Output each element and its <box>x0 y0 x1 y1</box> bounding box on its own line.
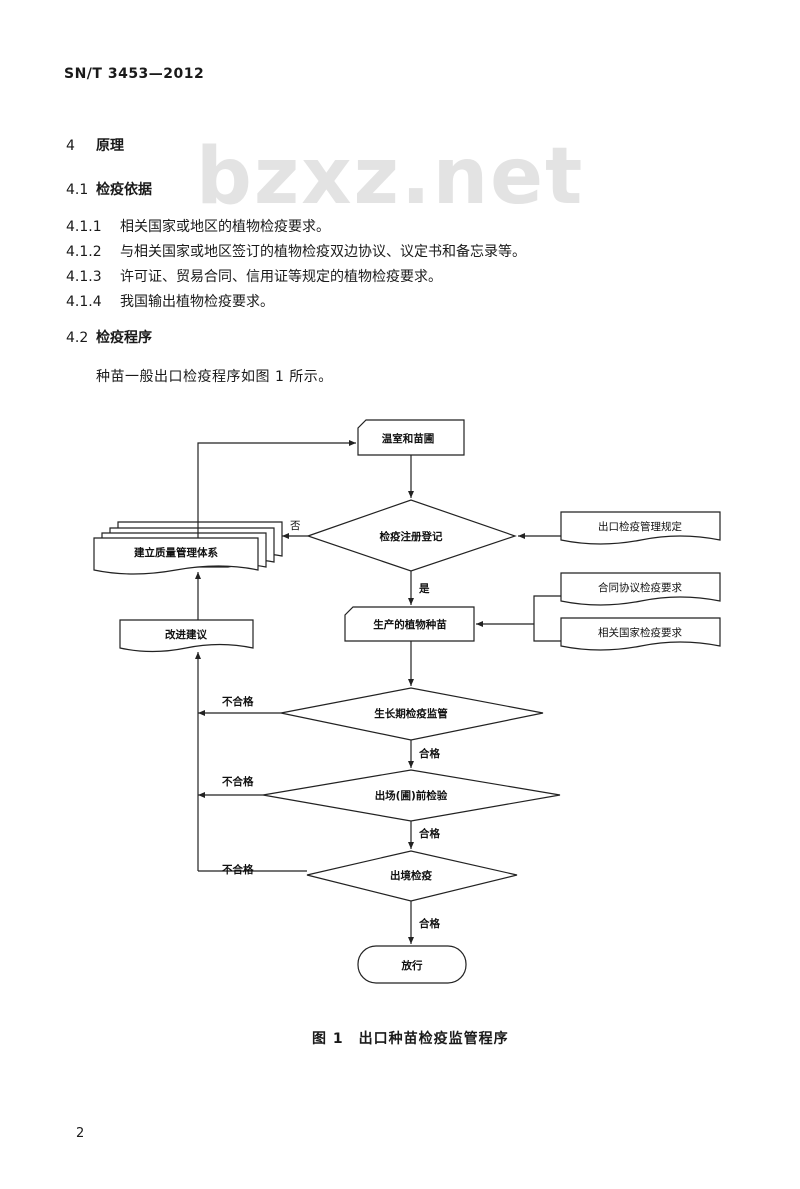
yes-label: 是 <box>418 583 430 595</box>
clause-number: 4.1.1 <box>66 219 102 235</box>
clause-text: 我国输出植物检疫要求。 <box>120 294 274 310</box>
unqualified-label-3: 不合格 <box>222 863 254 876</box>
clause-4-1-1: 4.1.1 相关国家或地区的植物检疫要求。 <box>66 216 330 236</box>
standard-code-header: SN/T 3453—2012 <box>64 66 205 82</box>
clause-text: 与相关国家或地区签订的植物检疫双边协议、议定书和备忘录等。 <box>120 244 526 260</box>
pre-release-inspection-diamond <box>262 769 561 822</box>
intro-paragraph: 种苗一般出口检疫程序如图 1 所示。 <box>96 369 333 385</box>
section-4-1-title: 检疫依据 <box>96 182 152 198</box>
clause-4-1-2: 4.1.2 与相关国家或地区签订的植物检疫双边协议、议定书和备忘录等。 <box>66 241 526 261</box>
section-4-2-heading: 4.2 检疫程序 <box>66 327 152 347</box>
figure-caption: 图 1 出口种苗检疫监管程序 <box>312 1031 509 1047</box>
country-req-box <box>560 617 721 651</box>
exit-quarantine-diamond <box>306 850 518 902</box>
clause-4-1-3: 4.1.3 许可证、贸易合同、信用证等规定的植物检疫要求。 <box>66 266 442 286</box>
unqualified-label-1: 不合格 <box>222 695 254 708</box>
produced-seedlings-label: 生产的植物种苗 <box>373 618 447 631</box>
contract-req-box <box>560 572 721 606</box>
quality-system-box <box>93 537 259 575</box>
produced-seedlings-box <box>344 606 475 642</box>
clause-number: 4.1.2 <box>66 244 102 260</box>
watermark-text: bzxz.net <box>196 132 585 222</box>
section-4-title: 原理 <box>96 138 124 154</box>
release-label: 放行 <box>401 959 423 972</box>
qualified-label-2: 合格 <box>418 827 440 840</box>
page-number: 2 <box>76 1126 85 1141</box>
arrow-quality-to-greenhouse <box>197 440 356 538</box>
unqualified-label-2: 不合格 <box>222 775 254 788</box>
clause-4-1-4: 4.1.4 我国输出植物检疫要求。 <box>66 291 274 311</box>
section-4-1-heading: 4.1 检疫依据 <box>66 179 152 199</box>
section-4-2-number: 4.2 <box>66 330 89 346</box>
clause-text: 许可证、贸易合同、信用证等规定的植物检疫要求。 <box>120 269 442 285</box>
section-4-heading: 4 原理 <box>66 135 124 155</box>
registration-label: 检疫注册登记 <box>380 530 443 543</box>
section-4-1-number: 4.1 <box>66 182 89 198</box>
greenhouse-label: 温室和苗圃 <box>382 432 435 445</box>
section-4-number: 4 <box>66 138 75 154</box>
release-terminator <box>357 945 467 984</box>
registration-diamond <box>306 499 517 572</box>
section-4-2-title: 检疫程序 <box>96 330 152 346</box>
qualified-label-1: 合格 <box>418 747 440 760</box>
requirements-bracket <box>533 595 561 642</box>
clause-number: 4.1.4 <box>66 294 102 310</box>
export-rules-label: 出口检疫管理规定 <box>598 520 682 533</box>
clause-text: 相关国家或地区的植物检疫要求。 <box>120 219 330 235</box>
improvement-box <box>119 619 254 653</box>
country-req-label: 相关国家检疫要求 <box>598 626 682 639</box>
growth-supervision-diamond <box>280 687 544 741</box>
exit-quarantine-label: 出境检疫 <box>390 869 432 882</box>
growth-supervision-label: 生长期检疫监管 <box>374 707 448 720</box>
clause-number: 4.1.3 <box>66 269 102 285</box>
pre-release-inspection-label: 出场(圃)前检验 <box>375 789 448 802</box>
improvement-label: 改进建议 <box>165 628 207 641</box>
no-label: 否 <box>290 520 301 532</box>
export-rules-box <box>560 511 721 545</box>
quality-system-label: 建立质量管理体系 <box>133 546 218 559</box>
contract-req-label: 合同协议检疫要求 <box>598 581 682 594</box>
qualified-label-3: 合格 <box>418 917 440 930</box>
